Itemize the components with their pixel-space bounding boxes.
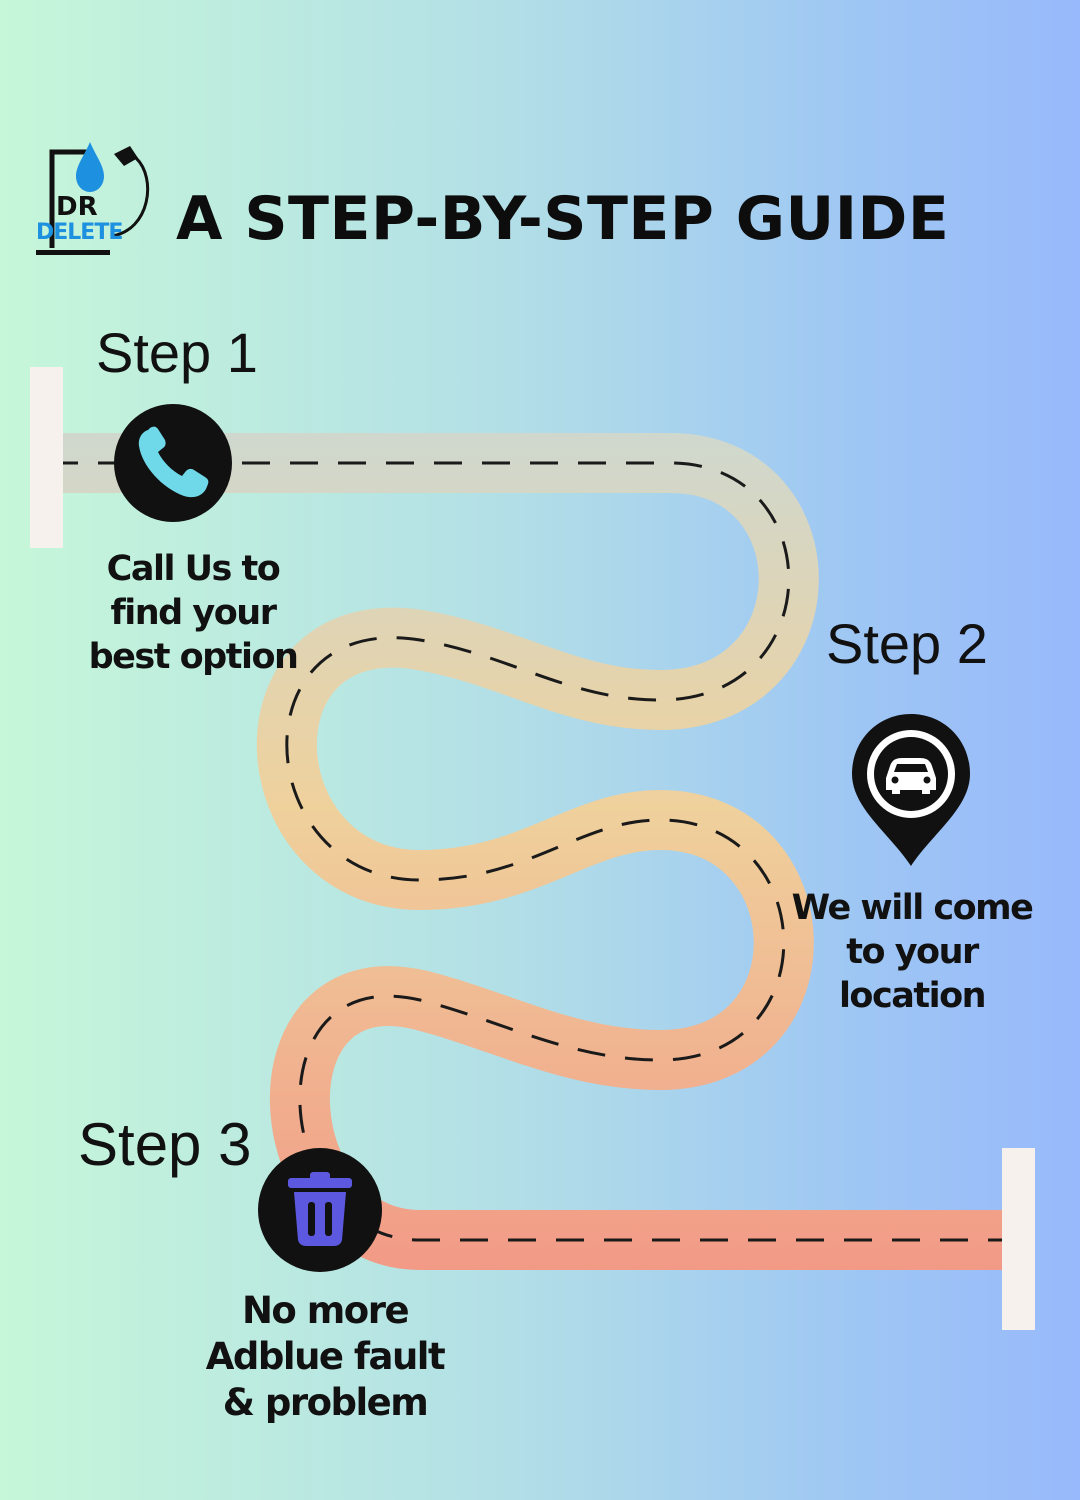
step-2-label: Step 2 [826, 612, 988, 675]
car-location-pin-icon [852, 714, 970, 866]
phone-icon [138, 426, 209, 498]
step-1-description: Call Us to find your best option [88, 549, 299, 677]
step-3-label: Step 3 [78, 1111, 252, 1178]
road-center-dashes [50, 461, 1010, 1242]
step-1-icon-circle [114, 404, 232, 522]
step-1-label: Step 1 [96, 321, 258, 384]
logo: DR DELETE [32, 138, 152, 258]
trash-icon [288, 1172, 352, 1246]
step-2-location-pin [850, 712, 972, 868]
step-3-icon-circle [258, 1148, 382, 1272]
fuel-nozzle-logo-icon [36, 142, 150, 255]
step-3-description: No more Adblue fault & problem [205, 1289, 446, 1424]
logo-text-delete: DELETE [36, 220, 123, 245]
step-2-description: We will come to your location [791, 888, 1034, 1016]
logo-text-dr: DR [56, 192, 98, 222]
page-title: A STEP-BY-STEP GUIDE [176, 184, 950, 254]
road-end-barrier [1002, 1148, 1035, 1330]
road-start-barrier [30, 367, 63, 548]
